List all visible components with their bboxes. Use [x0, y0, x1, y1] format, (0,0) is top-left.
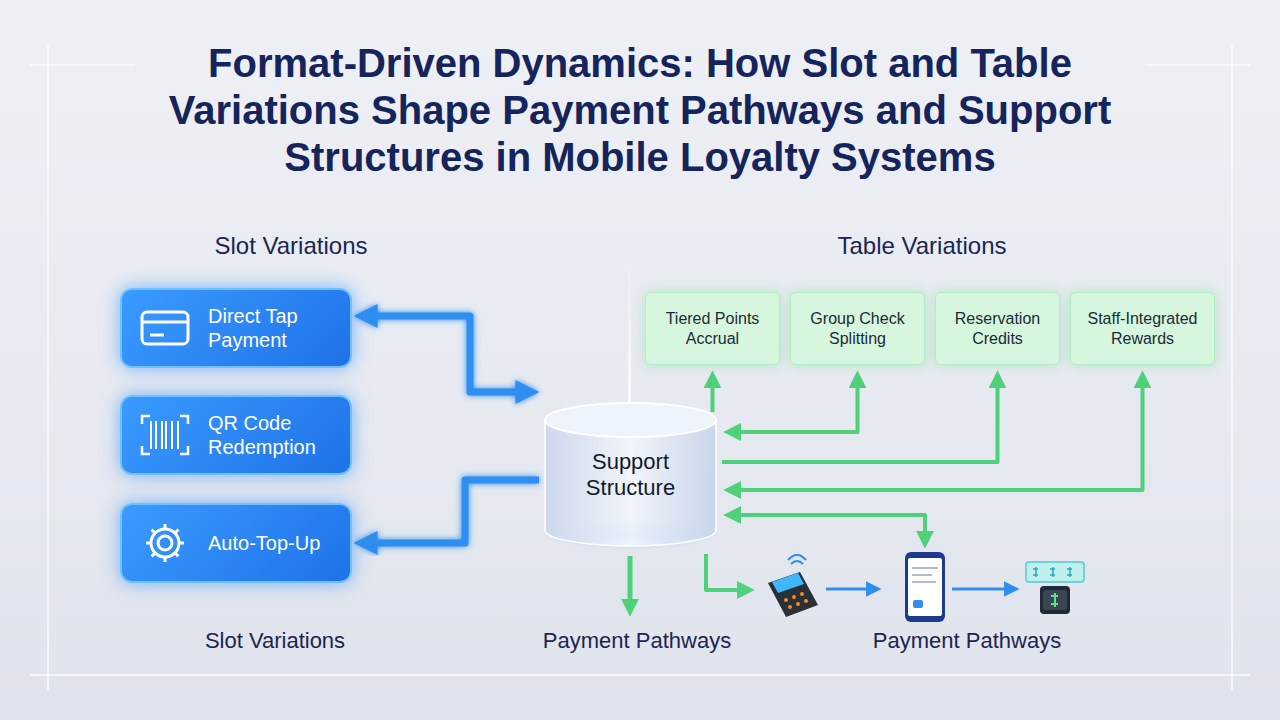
- light-beam: [628, 250, 631, 420]
- table-box: Reservation Credits: [935, 292, 1060, 365]
- payment-box: Auto-Top-Up: [120, 503, 352, 583]
- connector-arrow: [368, 432, 539, 439]
- node-text: Staff-Integrated Rewards: [1076, 309, 1209, 349]
- node-text: Reservation Credits: [941, 309, 1054, 349]
- connector-arrow: [368, 316, 525, 392]
- flow-arrow: [734, 515, 925, 538]
- table-box: Tiered Points Accrual: [645, 292, 780, 365]
- flow-arrow: [628, 556, 633, 606]
- payment-terminal: [768, 555, 818, 617]
- section-label: Payment Pathways: [543, 628, 731, 654]
- node-text: Support Structure: [571, 449, 691, 502]
- connector-arrow: [368, 480, 539, 543]
- section-label: Slot Variations: [215, 232, 368, 260]
- flow-arrow: [706, 554, 744, 590]
- support-cylinder: Support Structure: [543, 400, 718, 550]
- table-box: Staff-Integrated Rewards: [1070, 292, 1215, 365]
- card-icon: [142, 312, 188, 344]
- node-text: QR Code Redemption: [208, 411, 340, 459]
- flow-arrow: [826, 588, 872, 591]
- phone-icon: [905, 552, 945, 622]
- node-text: Direct Tap Payment: [208, 304, 340, 352]
- connector-arrow: [722, 381, 998, 462]
- title: Format-Driven Dynamics: How Slot and Tab…: [120, 40, 1160, 181]
- payment-box: Direct Tap Payment: [120, 288, 352, 368]
- section-label: Slot Variations: [205, 628, 345, 654]
- flow-arrow: [952, 588, 1010, 591]
- connector-arrow: [734, 381, 858, 432]
- section-label: Payment Pathways: [873, 628, 1061, 654]
- qr-icon: [142, 416, 188, 454]
- node-text: Auto-Top-Up: [208, 531, 320, 555]
- connector-arrow: [711, 381, 715, 412]
- node-text: Group Check Splitting: [796, 309, 919, 349]
- connector-arrow: [734, 381, 1143, 490]
- node-text: Tiered Points Accrual: [651, 309, 774, 349]
- table-box: Group Check Splitting: [790, 292, 925, 365]
- money-icon: [1026, 562, 1084, 614]
- payment-box: QR Code Redemption: [120, 395, 352, 475]
- section-label: Table Variations: [838, 232, 1007, 260]
- gear-icon: [146, 524, 184, 562]
